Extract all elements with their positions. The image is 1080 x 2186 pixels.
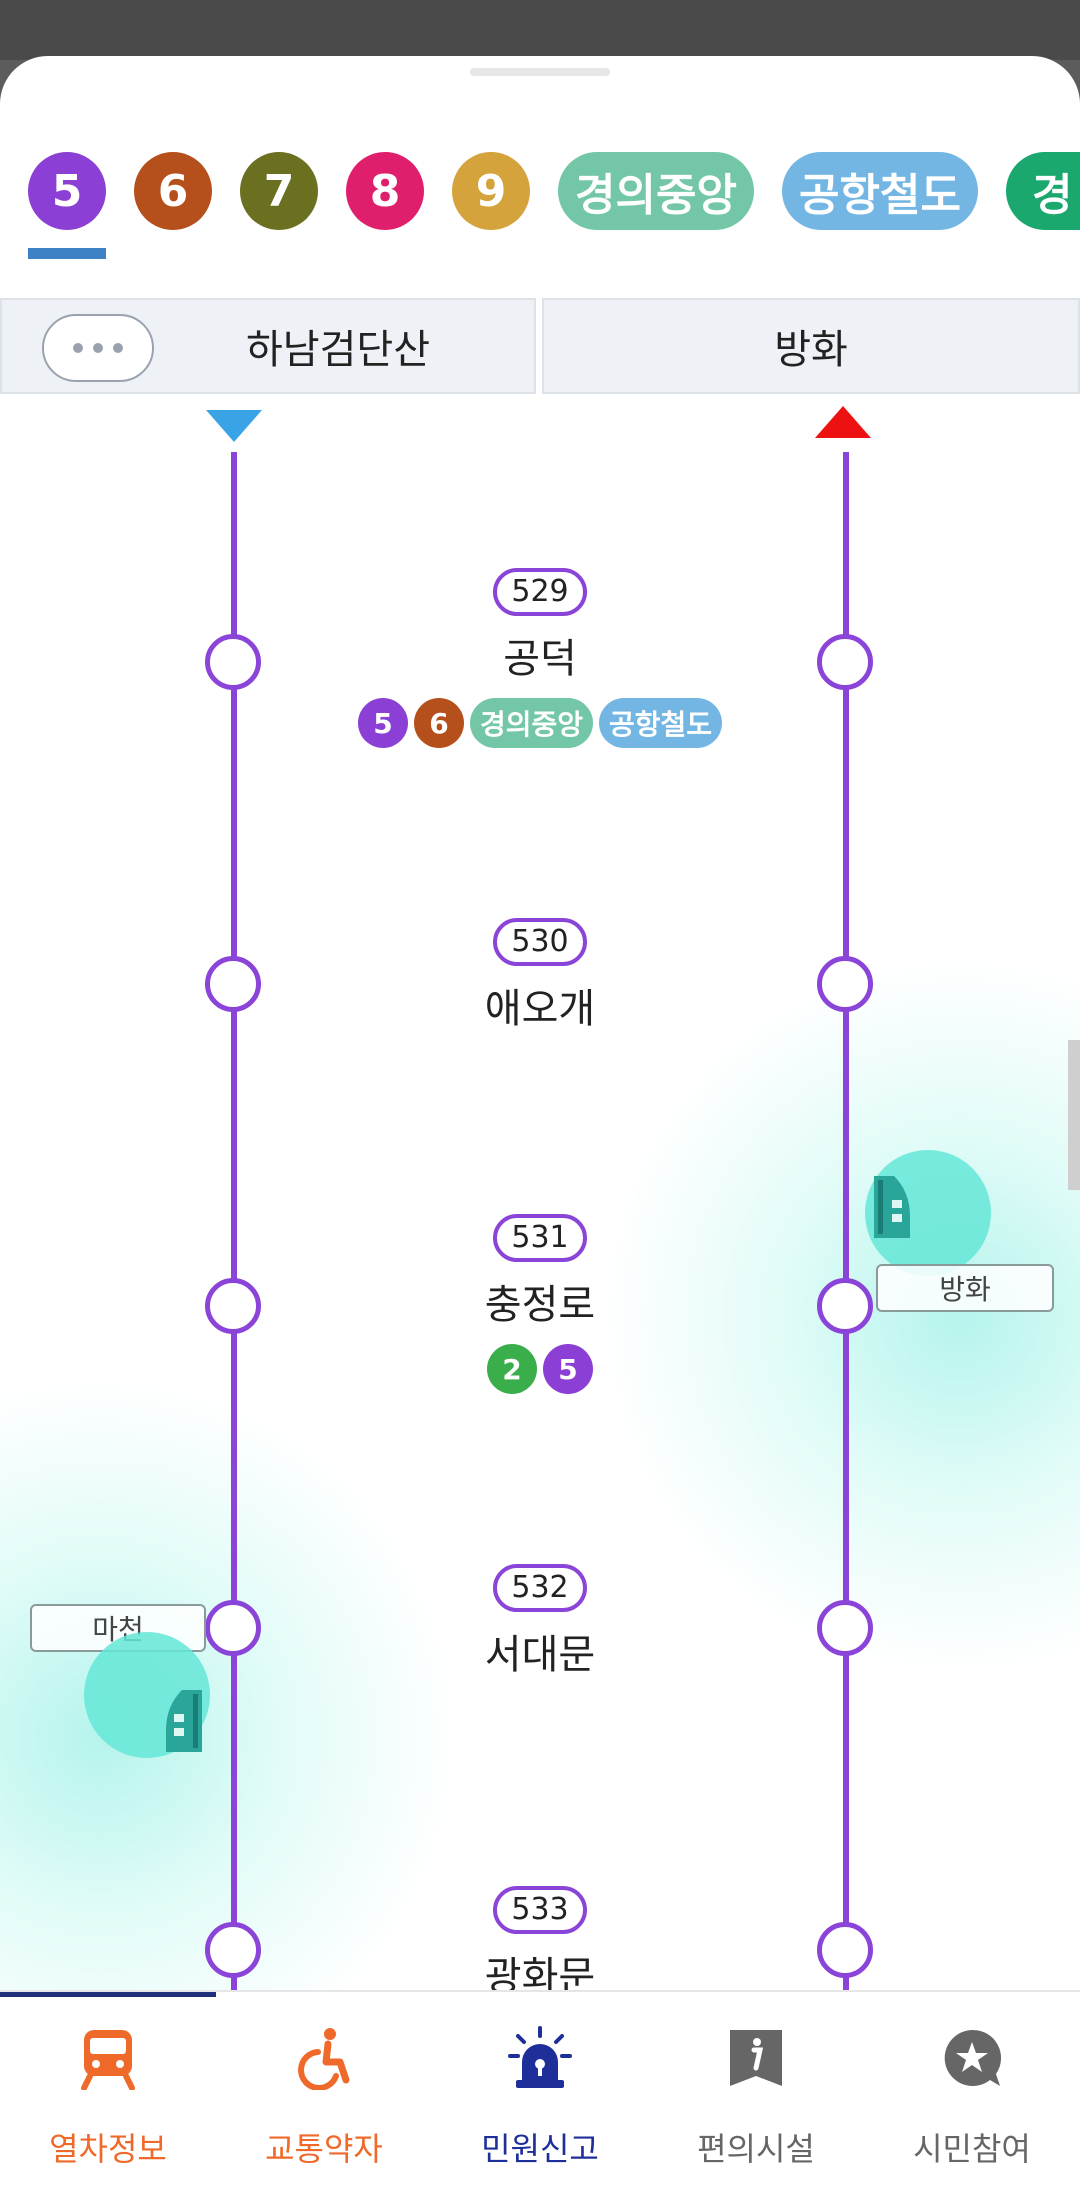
station-node[interactable] — [205, 634, 261, 690]
nav-complaint-report[interactable]: 민원신고 — [432, 2012, 648, 2182]
station-name: 충정로 — [484, 1282, 596, 1328]
transfer-chip: 공항철도 — [599, 698, 723, 748]
more-dot-icon — [73, 343, 83, 353]
station-529[interactable]: 529 공덕 5 6 경의중앙 공항철도 — [340, 568, 740, 748]
line-chip-9[interactable]: 9 — [452, 152, 530, 230]
station-code: 529 — [493, 568, 587, 616]
station-node[interactable] — [205, 1600, 261, 1656]
station-node[interactable] — [817, 956, 873, 1012]
up-direction-arrow-icon — [815, 406, 871, 438]
station-node[interactable] — [205, 1278, 261, 1334]
direction-right[interactable]: 방화 — [542, 298, 1080, 394]
line-chip-7[interactable]: 7 — [240, 152, 318, 230]
line-chip-5[interactable]: 5 — [28, 152, 106, 230]
train-destination-label: 방화 — [876, 1264, 1054, 1312]
station-name: 애오개 — [484, 986, 596, 1032]
station-531[interactable]: 531 충정로 2 5 — [340, 1214, 740, 1394]
transfer-chip: 5 — [357, 698, 408, 748]
direction-header: 하남검단산 방화 — [0, 298, 1080, 398]
train-icon — [81, 2030, 135, 2090]
nav-active-indicator — [0, 1992, 216, 1997]
down-direction-arrow-icon — [206, 410, 262, 442]
station-node[interactable] — [817, 1278, 873, 1334]
wheelchair-icon — [298, 2028, 350, 2090]
line-chip-gyeongchun[interactable]: 경 — [1006, 152, 1080, 230]
direction-right-label: 방화 — [774, 327, 848, 373]
selected-line-indicator — [28, 248, 106, 259]
station-name: 서대문 — [484, 1632, 596, 1678]
station-node[interactable] — [817, 1922, 873, 1978]
direction-left[interactable]: 하남검단산 — [0, 298, 536, 394]
nav-label: 편의시설 — [697, 2130, 815, 2168]
station-node[interactable] — [205, 1922, 261, 1978]
status-bar — [0, 0, 1080, 60]
station-code: 531 — [493, 1214, 587, 1262]
line-chip-airport-railroad[interactable]: 공항철도 — [782, 152, 978, 230]
nav-citizen-participation[interactable]: 시민참여 — [864, 2012, 1080, 2182]
nav-label: 민원신고 — [481, 2130, 599, 2168]
transfer-chip: 2 — [487, 1344, 537, 1394]
nav-mobility-impaired[interactable]: 교통약자 — [216, 2012, 432, 2182]
line-chip-gyeongui-jungang[interactable]: 경의중앙 — [558, 152, 754, 230]
star-chat-icon — [944, 2029, 1002, 2086]
bottom-navigation: 열차정보 교통약자 민원신고 편의시설 시민참여 — [0, 1990, 1080, 2186]
station-code: 532 — [493, 1564, 587, 1612]
more-options-button[interactable] — [42, 314, 154, 382]
more-dot-icon — [93, 343, 103, 353]
line-chip-6[interactable]: 6 — [134, 152, 212, 230]
transfer-lines: 2 5 — [340, 1344, 740, 1394]
transfer-chip: 5 — [543, 1344, 593, 1394]
side-scroll-handle[interactable] — [1068, 1040, 1080, 1190]
siren-icon — [508, 2026, 572, 2088]
line-chip-8[interactable]: 8 — [346, 152, 424, 230]
train-icon — [166, 1690, 202, 1752]
transfer-chip: 6 — [413, 698, 464, 748]
nav-label: 시민참여 — [913, 2130, 1031, 2168]
transfer-lines: 5 6 경의중앙 공항철도 — [340, 698, 740, 748]
nav-label: 열차정보 — [49, 2130, 167, 2168]
info-icon — [730, 2030, 782, 2086]
nav-train-info[interactable]: 열차정보 — [0, 2012, 216, 2182]
station-node[interactable] — [817, 1600, 873, 1656]
station-532[interactable]: 532 서대문 — [340, 1564, 740, 1680]
station-name: 공덕 — [503, 636, 577, 682]
track-right — [843, 452, 849, 2046]
station-node[interactable] — [205, 956, 261, 1012]
station-533[interactable]: 533 광화문 — [340, 1886, 740, 2002]
station-code: 530 — [493, 918, 587, 966]
train-icon — [874, 1176, 910, 1238]
direction-left-label: 하남검단산 — [246, 327, 430, 373]
sheet-drag-handle[interactable] — [470, 68, 610, 76]
more-dot-icon — [113, 343, 123, 353]
track-left — [231, 452, 237, 2046]
nav-label: 교통약자 — [265, 2130, 383, 2168]
bottom-sheet: 5 6 7 8 9 경의중앙 공항철도 경 하남검단산 방화 — [0, 56, 1080, 2184]
line-selector: 5 6 7 8 9 경의중앙 공항철도 경 — [0, 152, 1080, 252]
nav-facilities[interactable]: 편의시설 — [648, 2012, 864, 2182]
station-node[interactable] — [817, 634, 873, 690]
transfer-chip: 경의중앙 — [469, 698, 593, 748]
station-530[interactable]: 530 애오개 — [340, 918, 740, 1034]
station-code: 533 — [493, 1886, 587, 1934]
